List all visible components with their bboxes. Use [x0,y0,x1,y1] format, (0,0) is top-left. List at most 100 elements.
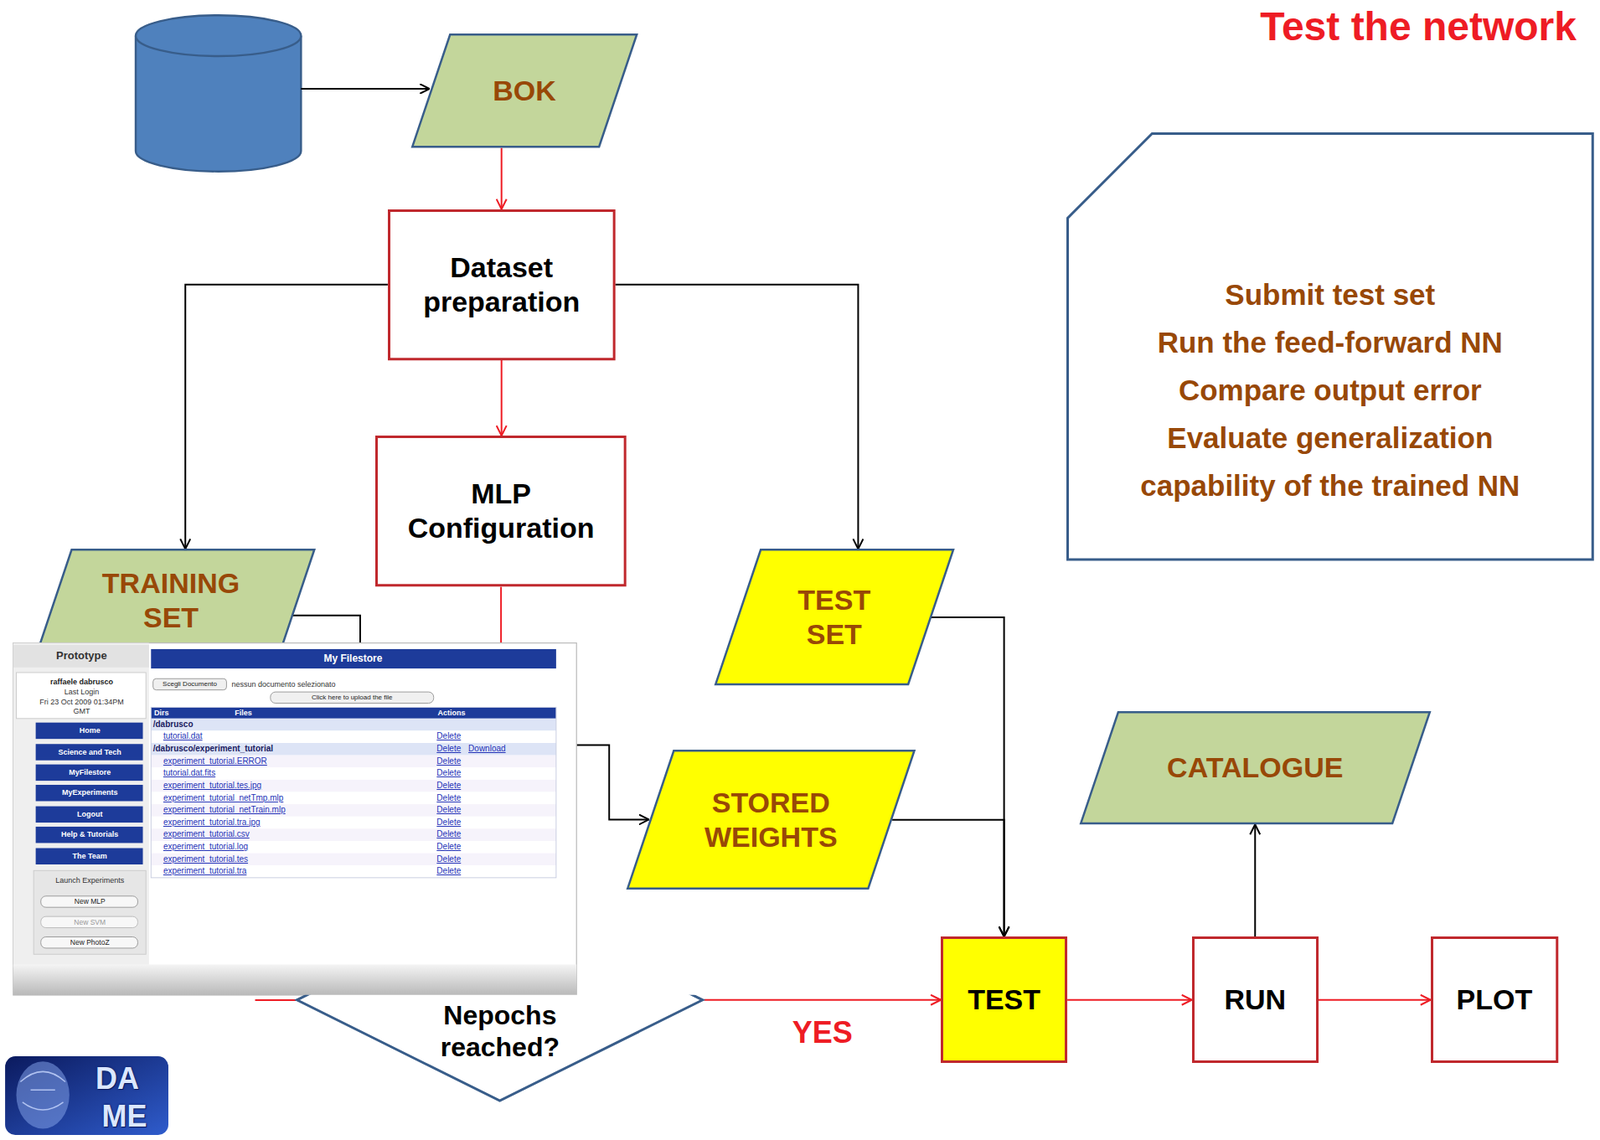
screenshot-text: Prototype [56,649,108,663]
screenshot-text: Delete [436,829,461,840]
table-row [150,718,557,732]
screenshot-text: raffaele dabrusco [50,676,114,687]
screenshot-text: nessun documento selezionato [232,679,336,689]
screenshot-text: Delete [436,854,461,865]
table-row [150,792,557,806]
node-text: TEST SET [771,583,898,652]
screenshot-text: MyExperiments [61,788,119,798]
screenshot-text: Fri 23 Oct 2009 01:34PM GMT [34,697,129,717]
screenshot-text: experiment_tutorial.tes [163,854,248,865]
screenshot-text: MyFilestore [68,768,111,778]
node-shape [942,938,1067,1063]
screenshot-text: Click here to upload the file [311,693,393,702]
data-parallelogram: STORED WEIGHTS [626,749,916,890]
screenshot-text: Delete [436,743,461,754]
decision-diamond: Nepochs reached? [295,898,704,1103]
screenshot-text: tutorial.dat [163,731,203,742]
table-header [150,707,557,718]
screenshot-text: Delete [436,731,461,742]
screenshot-text: New PhotoZ [70,938,110,947]
connector [185,284,388,550]
screenshot-text: experiment_tutorial.log [163,841,248,852]
data-parallelogram: CATALOGUE [1079,711,1431,825]
screenshot-text: The Team [72,851,108,862]
screenshot-text: Files [234,707,253,718]
connector [892,820,1005,937]
connector [500,148,503,210]
process-box: Dataset preparation [387,209,616,361]
menu-button [36,826,144,843]
upload-button [270,691,434,703]
node-text: MLP Configuration [400,476,602,546]
logo-face [15,1061,69,1129]
hidden-wire [255,999,297,1002]
table-row [150,755,557,769]
process-box: MLP Configuration [375,435,627,587]
screenshot-text: /dabrusco/experiment_tutorial [153,743,274,754]
node-shape [1067,134,1593,561]
table-row [150,767,557,780]
node-text: TRAINING SET [78,566,264,635]
screenshot-text: Logout [77,810,104,820]
table-row [150,779,557,793]
screenshot-text: Delete [436,841,461,852]
screenshot-text: Dirs [154,707,170,718]
table-row [150,841,557,854]
screenshot-text: Delete [436,768,461,779]
screenshot-text: Download [468,743,506,754]
table-border [150,707,557,878]
screenshot-text: Delete [436,780,461,791]
screenshot-text: /dabrusco [153,719,194,730]
screenshot-text: experiment_tutorial.tes.jpg [163,780,262,791]
node-text: Dataset preparation [409,250,594,320]
menu-button [36,722,144,739]
node-text: Submit test set [1224,270,1435,319]
node-shape [715,550,954,686]
logo-ground [5,1056,169,1136]
edge-label: YES [789,1015,857,1051]
screenshot-text: Launch Experiments [55,876,124,886]
screenshot-text: Home [79,726,101,736]
screenshot-frame [13,643,577,996]
node-text: CATALOGUE [1166,750,1343,785]
node-text: Run the feed-forward NN [1157,318,1503,367]
table-row [150,743,557,756]
logo-text: ME [102,1098,148,1135]
round-button [41,937,139,949]
connector [500,360,503,436]
screenshot-text: Help & Tutorials [61,830,119,840]
screenshot-text: experiment_tutorial.ERROR [163,756,268,767]
node-outline [375,435,627,587]
screenshot-userbox [15,672,146,719]
screenshot-text: experiment_tutorial.tra.jpg [163,817,261,828]
node-outline [387,209,616,361]
page-title: Test the network [1259,3,1577,50]
menu-button [36,764,144,781]
connector [703,999,941,1002]
node-text: PLOT [1456,982,1533,1017]
screenshot-text: experiment_tutorial_netTrain.mlp [163,805,286,816]
screenshot-text: Delete [436,805,461,816]
node-shape [627,751,914,889]
table-row [150,804,557,817]
table-row [150,865,557,878]
title-bar [150,649,557,669]
note-box: Submit test setRun the feed-forward NNCo… [1066,132,1595,562]
logo-lines [20,1071,66,1110]
screenshot-text: Scegli Documento [162,680,217,689]
node-shape [1192,938,1317,1063]
launch-panel [33,870,146,955]
leader-arrow [566,744,650,820]
node-text: Nepochs reached? [428,999,572,1064]
connector [1254,824,1256,937]
screenshot-text: Delete [436,866,461,877]
node-text: STORED WEIGHTS [686,785,855,855]
node-shape [1080,712,1430,824]
screenshot-text: My Filestore [323,652,382,665]
screenshot-text: Science and Tech [58,747,122,757]
database-top [135,15,301,57]
node-text: TEST [967,982,1041,1017]
table-row [150,816,557,830]
node-outline [626,749,916,890]
screenshot-text: Actions [438,707,466,718]
